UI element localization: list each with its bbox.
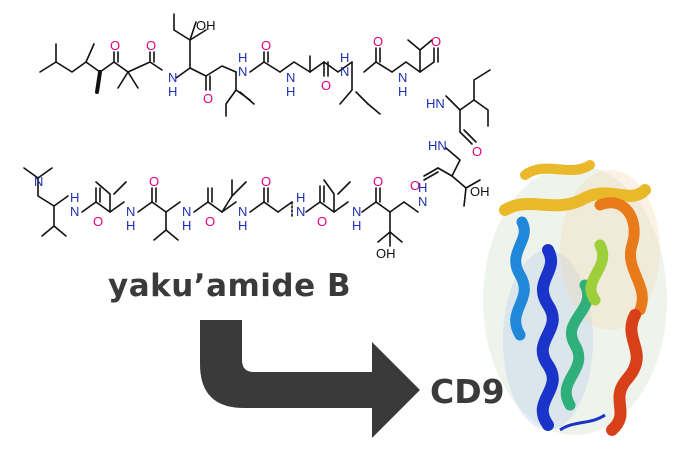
compound-name: yaku’amide B	[108, 268, 352, 304]
atom-label-o: O	[110, 38, 120, 53]
atom-label-oh: OH	[470, 184, 490, 199]
atom-label-n: N	[238, 64, 247, 79]
atom-label-n: N	[418, 194, 427, 209]
molecule-structure-lower	[23, 167, 419, 247]
atom-label-oh: OH	[376, 246, 396, 261]
atom-label-o: O	[317, 214, 327, 229]
atom-label-n: N	[296, 204, 305, 219]
atom-label-o: O	[203, 91, 213, 106]
atom-label-h: H	[238, 218, 247, 233]
atom-label-h: H	[340, 50, 349, 65]
atom-label-h: H	[286, 84, 295, 99]
atom-label-o: O	[321, 78, 331, 93]
atom-label-o: O	[261, 38, 271, 53]
atom-label-h: H	[70, 190, 79, 205]
atom-label-o: O	[146, 38, 156, 53]
molecule-structure	[39, 13, 491, 207]
atom-label-o: O	[205, 214, 215, 229]
atom-label-n: N	[126, 204, 135, 219]
atom-label-nh: N	[168, 70, 177, 85]
bent-arrow	[200, 320, 420, 438]
atom-label-o: O	[373, 34, 383, 49]
atom-label-o: O	[431, 34, 441, 49]
atom-label-h: H	[398, 84, 407, 99]
atom-label-h: H	[418, 180, 427, 195]
atom-labels: O O O O O O O O O OH OH OH N H N H N H N…	[34, 18, 490, 261]
atom-label-n: N	[34, 174, 43, 189]
atom-label-o: O	[410, 178, 420, 193]
atom-label-hn: HN	[428, 138, 447, 153]
atom-label-o: O	[261, 174, 271, 189]
atom-label-oh: OH	[196, 18, 216, 33]
atom-label-n: N	[352, 204, 361, 219]
atom-label-h: H	[238, 50, 247, 65]
target-name: CD9	[430, 372, 505, 411]
atom-label-h: H	[296, 190, 305, 205]
atom-label-n: N	[70, 204, 79, 219]
atom-label-n: N	[182, 204, 191, 219]
atom-label-hn: HN	[426, 96, 445, 111]
atom-label-h: H	[168, 84, 177, 99]
atom-label-o: O	[472, 144, 482, 159]
atom-label-n: N	[340, 64, 349, 79]
atom-label-h: H	[182, 218, 191, 233]
atom-label-o: O	[149, 174, 159, 189]
atom-label-n: N	[238, 204, 247, 219]
protein-structure	[483, 160, 667, 436]
atom-label-h: H	[126, 218, 135, 233]
atom-label-n: N	[286, 70, 295, 85]
atom-label-h: H	[352, 218, 361, 233]
atom-label-o: O	[93, 214, 103, 229]
atom-label-o: O	[373, 174, 383, 189]
atom-label-n: N	[398, 70, 407, 85]
